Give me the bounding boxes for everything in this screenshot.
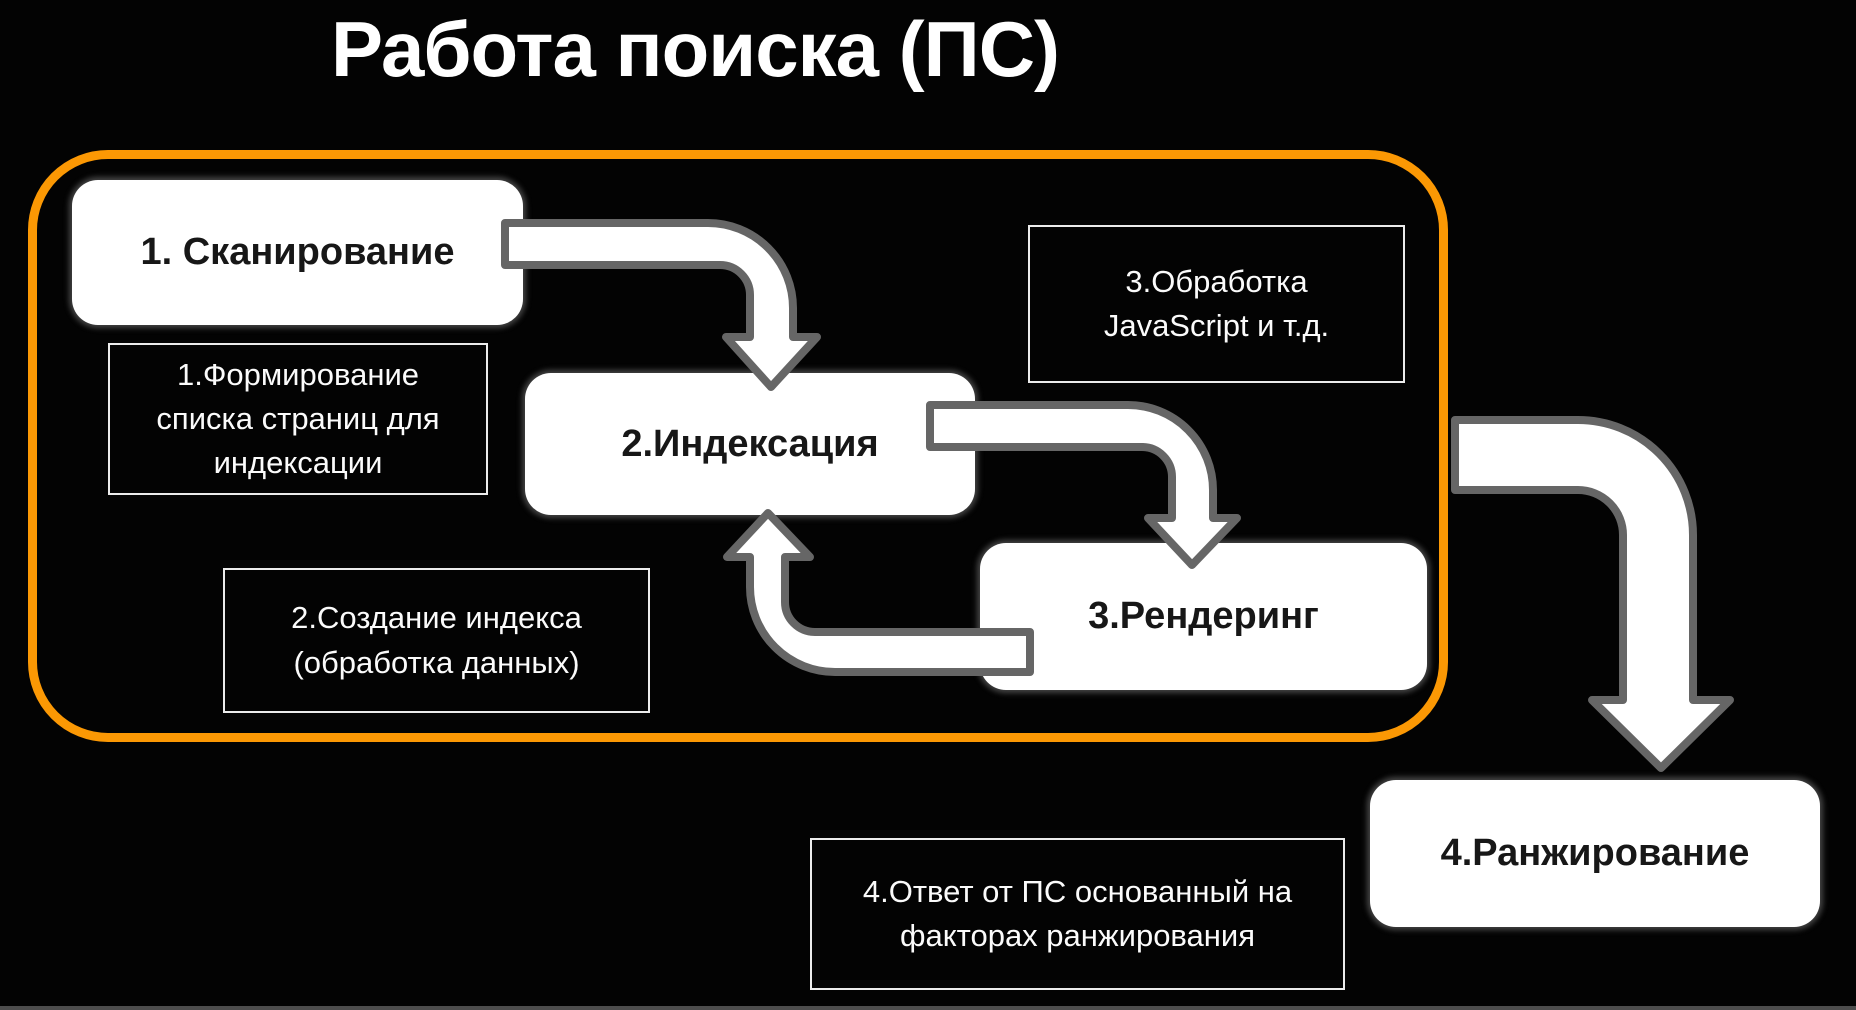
pipeline-container-outline (28, 150, 1448, 742)
step-box-indexing: 2.Индексация (525, 373, 975, 515)
annotation-text: 4.Ответ от ПС основанный на факторах ран… (862, 873, 1293, 953)
annotation-text: 1.Формирование списка страниц для индекс… (156, 356, 440, 480)
step-label: 3.Рендеринг (1088, 595, 1319, 637)
flow-arrow-scan-to-index (501, 219, 821, 391)
step-box-rendering: 3.Рендеринг (980, 543, 1427, 690)
step-label: 1. Сканирование (140, 231, 455, 273)
step-box-scanning: 1. Сканирование (72, 180, 523, 325)
step-box-ranking: 4.Ранжирование (1370, 780, 1820, 927)
annotation-box-scanning: 1.Формирование списка страниц для индекс… (108, 343, 488, 495)
flow-arrow-index-to-render (926, 401, 1241, 569)
step-label: 2.Индексация (621, 422, 879, 465)
annotation-box-indexing: 2.Создание индекса (обработка данных) (223, 568, 650, 713)
flow-arrow-render-to-index (723, 509, 1034, 676)
bottom-edge-line (0, 1006, 1856, 1010)
annotation-box-rendering: 3.Обработка JavaScript и т.д. (1028, 225, 1405, 383)
flow-arrow-to-ranking (1451, 416, 1734, 772)
step-label: 4.Ранжирование (1440, 832, 1750, 874)
annotation-text: 3.Обработка JavaScript и т.д. (1103, 263, 1330, 343)
annotation-box-ranking: 4.Ответ от ПС основанный на факторах ран… (810, 838, 1345, 990)
diagram-title: Работа поиска (ПС) (330, 5, 1060, 93)
annotation-text: 2.Создание индекса (обработка данных) (291, 600, 582, 680)
